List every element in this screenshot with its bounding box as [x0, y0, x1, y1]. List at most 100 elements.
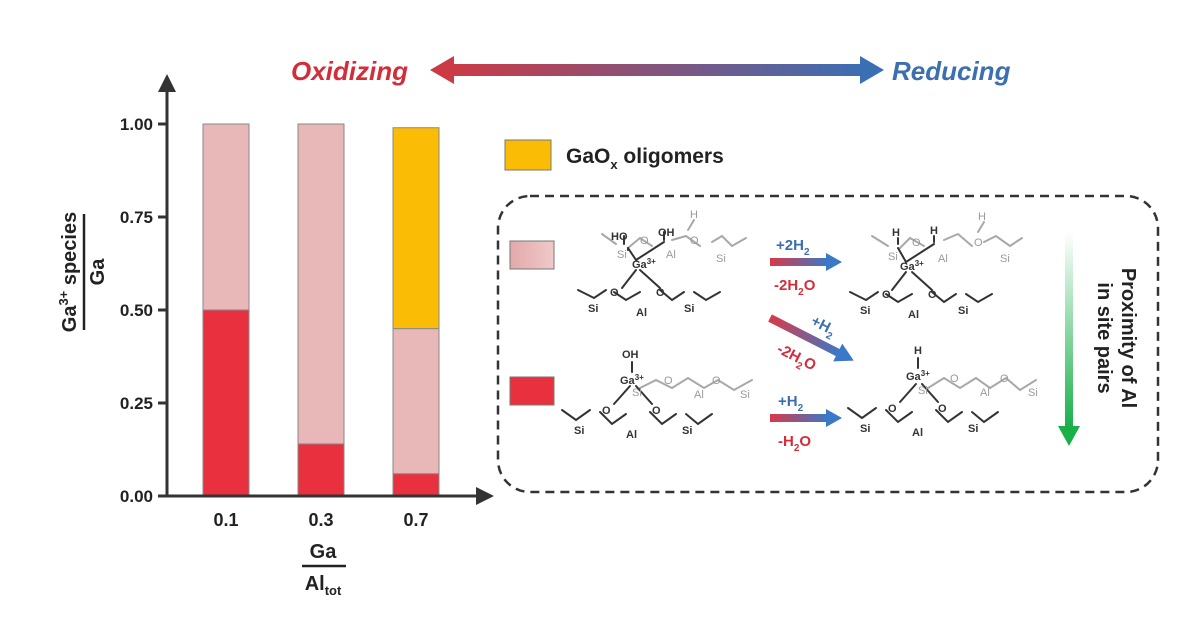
svg-text:O: O	[656, 287, 665, 299]
x-tick-label: 0.3	[308, 510, 333, 530]
bars-layer	[202, 123, 440, 497]
proximity-line-2: in site pairs	[1093, 282, 1115, 393]
svg-text:Si: Si	[716, 253, 726, 265]
svg-text:OH: OH	[622, 349, 639, 361]
reaction-arrow-diagonal: +H2 -2H2O	[768, 312, 854, 378]
svg-text:H: H	[978, 211, 986, 223]
svg-text:O: O	[974, 237, 983, 249]
svg-text:Si: Si	[888, 251, 898, 263]
svg-text:Al: Al	[626, 429, 637, 441]
bottom-reaction-minus: -H2O	[778, 433, 811, 454]
y-axis-arrowhead	[158, 74, 176, 92]
bottom-reaction-plus: +H2	[778, 393, 804, 414]
y-label-numerator: Ga3+ species	[56, 212, 81, 332]
svg-text:Ga3+: Ga3+	[632, 257, 656, 271]
diag-reaction-minus: -2H2O	[772, 340, 819, 378]
svg-text:Al: Al	[694, 389, 704, 401]
bar-0_7-series-2	[392, 127, 440, 330]
legend-label-gaox: GaOx oligomers	[566, 145, 724, 172]
svg-text:Ga3+: Ga3+	[906, 369, 930, 383]
svg-text:H: H	[930, 225, 938, 237]
svg-text:O: O	[1000, 373, 1009, 385]
y-ticks: 0.00 0.25 0.50 0.75 1.00	[120, 115, 167, 506]
svg-text:H: H	[914, 345, 922, 357]
reaction-arrow-top: +2H2 -2H2O	[770, 237, 842, 298]
top-reaction-plus: +2H2	[776, 237, 810, 258]
structure-isolated-oxidized: OH Ga3+ Si O Al O Si O O Si Al Si	[561, 349, 753, 441]
top-reaction-minus: -2H2O	[774, 277, 816, 298]
svg-text:O: O	[640, 235, 649, 247]
y-tick-label: 0.50	[120, 301, 153, 320]
svg-text:Si: Si	[632, 387, 642, 399]
proximity-label: Proximity of Al in site pairs	[1093, 268, 1139, 408]
svg-text:O: O	[882, 289, 891, 301]
bar-0_1-series-1	[202, 123, 250, 311]
svg-text:O: O	[610, 287, 619, 299]
svg-text:Ga3+: Ga3+	[620, 373, 644, 387]
y-axis-label: Ga3+ species Ga	[56, 212, 109, 332]
x-axis-label: Ga Altot	[302, 541, 346, 598]
svg-text:Al: Al	[666, 249, 676, 261]
x-label-numerator: Ga	[310, 541, 338, 563]
svg-text:Al: Al	[908, 309, 919, 321]
svg-text:Si: Si	[574, 425, 584, 437]
svg-text:H: H	[690, 209, 698, 221]
bar-0_3-series-0	[297, 443, 345, 497]
proximity-line-1: Proximity of Al	[1117, 268, 1139, 408]
legend-swatch-gaox	[504, 139, 552, 171]
bar-0_7-series-0	[392, 473, 440, 497]
svg-text:Al: Al	[636, 307, 647, 319]
oxidizing-reducing-arrow	[430, 56, 884, 84]
x-axis-arrowhead	[476, 487, 494, 505]
svg-text:Si: Si	[968, 423, 978, 435]
svg-text:Si: Si	[684, 303, 694, 315]
x-label-denominator: Altot	[305, 573, 342, 598]
legend: GaOx oligomers	[504, 139, 724, 172]
y-tick-label: 1.00	[120, 115, 153, 134]
svg-text:OH: OH	[658, 227, 675, 239]
swatch-isolated-site	[509, 376, 555, 406]
axes	[158, 74, 494, 505]
svg-text:Al: Al	[980, 387, 990, 399]
svg-text:O: O	[912, 237, 921, 249]
svg-text:Si: Si	[958, 305, 968, 317]
svg-text:O: O	[602, 405, 611, 417]
y-label-denominator: Ga	[87, 258, 109, 286]
svg-text:O: O	[664, 375, 673, 387]
bar-chart: 0.00 0.25 0.50 0.75 1.00 0.1 0.3 0.7 Ga3+ spec…	[56, 74, 494, 598]
y-tick-label: 0.00	[120, 487, 153, 506]
reducing-label: Reducing	[892, 56, 1011, 86]
oxidizing-label: Oxidizing	[291, 56, 408, 86]
proximity-arrow	[1058, 232, 1080, 446]
svg-text:H: H	[892, 227, 900, 239]
x-tick-label: 0.1	[213, 510, 238, 530]
reaction-arrow-bottom: +H2 -H2O	[770, 393, 842, 454]
x-tick-label: 0.7	[403, 510, 428, 530]
svg-text:Si: Si	[617, 249, 627, 261]
svg-text:O: O	[938, 403, 947, 415]
svg-text:Si: Si	[588, 303, 598, 315]
svg-text:Si: Si	[860, 305, 870, 317]
swatch-paired-site	[509, 240, 555, 270]
svg-text:O: O	[888, 403, 897, 415]
svg-text:O: O	[652, 405, 661, 417]
svg-text:O: O	[690, 235, 699, 247]
structure-paired-reduced: H H Si O Al O H Si Ga3+ O O Si Al Si	[849, 211, 1023, 321]
y-tick-label: 0.75	[120, 208, 153, 227]
svg-text:Si: Si	[918, 385, 928, 397]
svg-text:Si: Si	[1000, 253, 1010, 265]
bar-0_1-series-0	[202, 309, 250, 497]
y-tick-label: 0.25	[120, 394, 153, 413]
svg-text:Si: Si	[860, 423, 870, 435]
svg-text:Si: Si	[682, 425, 692, 437]
svg-text:Al: Al	[938, 253, 948, 265]
bar-0_7-series-1	[392, 328, 440, 475]
svg-text:Si: Si	[1028, 387, 1038, 399]
structure-paired-oxidized: HO OH Si O Al O H Si Ga3+ O O Si Al Si	[577, 209, 747, 319]
svg-text:O: O	[928, 289, 937, 301]
svg-text:O: O	[950, 373, 959, 385]
bar-0_3-series-1	[297, 123, 345, 445]
structure-isolated-reduced: H Ga3+ Si O Al O Si O O Si Al Si	[847, 345, 1038, 439]
svg-text:Al: Al	[912, 427, 923, 439]
